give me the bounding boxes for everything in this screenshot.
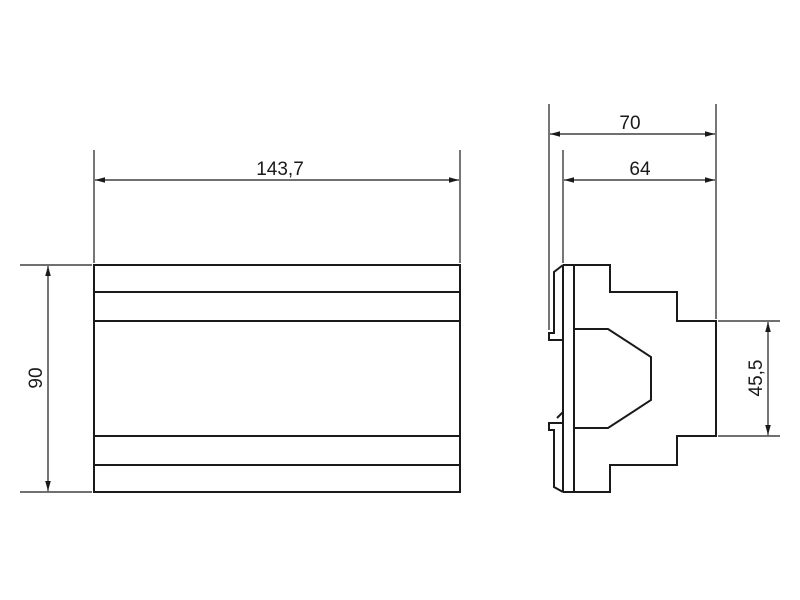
front-width-label: 143,7 (256, 159, 304, 180)
side-depth-total-label: 70 (619, 113, 640, 134)
front-view (93, 264, 461, 493)
side-front-height-label: 45,5 (746, 360, 767, 397)
side-depth-total-dimension (548, 104, 717, 330)
front-height-label: 90 (26, 367, 47, 388)
front-outline (93, 264, 461, 493)
side-depth-body-dimension (562, 150, 715, 263)
side-front-height-dimension (718, 320, 780, 437)
side-depth-body-label: 64 (629, 159, 651, 180)
front-height-dimension (20, 264, 92, 493)
side-clip-detail (556, 409, 564, 423)
side-profile-outline (548, 264, 717, 493)
side-view (548, 264, 717, 493)
front-width-dimension (93, 150, 461, 263)
side-din-notch (574, 328, 652, 429)
